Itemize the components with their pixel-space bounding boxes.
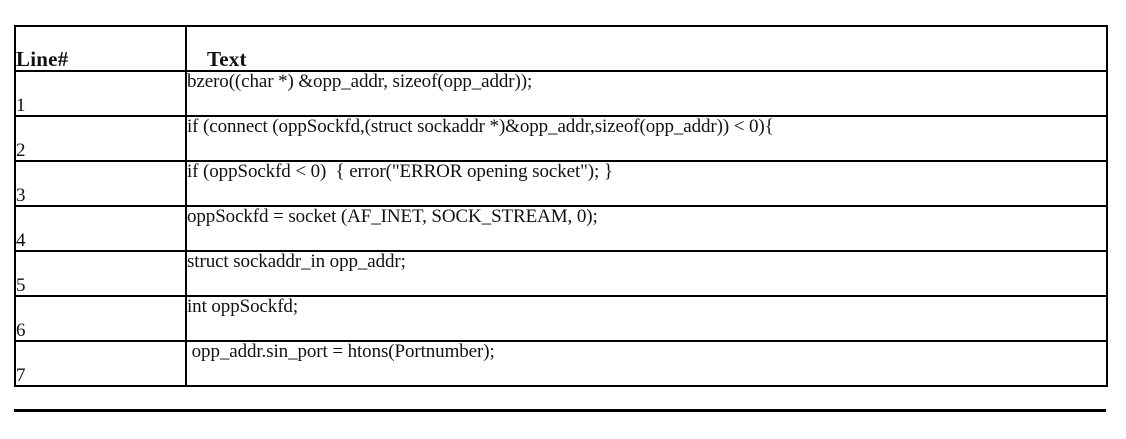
- table-row: 3 if (oppSockfd < 0) { error("ERROR open…: [14, 160, 1108, 207]
- cell-line-number: 3: [14, 160, 187, 207]
- table-header-row: Line# Text: [14, 25, 1108, 72]
- cell-line-number: 5: [14, 250, 187, 297]
- cell-line-number: 1: [14, 70, 187, 117]
- cell-code-text: bzero((char *) &opp_addr, sizeof(opp_add…: [185, 70, 1108, 117]
- table-row: 6 int oppSockfd;: [14, 295, 1108, 342]
- cell-code-text: oppSockfd = socket (AF_INET, SOCK_STREAM…: [185, 205, 1108, 252]
- cell-line-number: 7: [14, 340, 187, 387]
- table-row: 5 struct sockaddr_in opp_addr;: [14, 250, 1108, 297]
- cell-line-number: 6: [14, 295, 187, 342]
- table-row: 1 bzero((char *) &opp_addr, sizeof(opp_a…: [14, 70, 1108, 117]
- table-body: 1 bzero((char *) &opp_addr, sizeof(opp_a…: [14, 70, 1108, 387]
- cell-line-number: 2: [14, 115, 187, 162]
- column-header-line-number: Line#: [14, 25, 187, 72]
- table-bottom-rule: [14, 409, 1106, 412]
- code-listing-table: Line# Text 1 bzero((char *) &opp_addr, s…: [14, 25, 1108, 387]
- table-header: Line# Text: [14, 25, 1108, 72]
- table-row: 7 opp_addr.sin_port = htons(Portnumber);: [14, 340, 1108, 387]
- cell-code-text: if (connect (oppSockfd,(struct sockaddr …: [185, 115, 1108, 162]
- cell-code-text: struct sockaddr_in opp_addr;: [185, 250, 1108, 297]
- cell-line-number: 4: [14, 205, 187, 252]
- column-header-text: Text: [185, 25, 1108, 72]
- cell-code-text: int oppSockfd;: [185, 295, 1108, 342]
- cell-code-text: if (oppSockfd < 0) { error("ERROR openin…: [185, 160, 1108, 207]
- cell-code-text: opp_addr.sin_port = htons(Portnumber);: [185, 340, 1108, 387]
- table-row: 4 oppSockfd = socket (AF_INET, SOCK_STRE…: [14, 205, 1108, 252]
- table-row: 2 if (connect (oppSockfd,(struct sockadd…: [14, 115, 1108, 162]
